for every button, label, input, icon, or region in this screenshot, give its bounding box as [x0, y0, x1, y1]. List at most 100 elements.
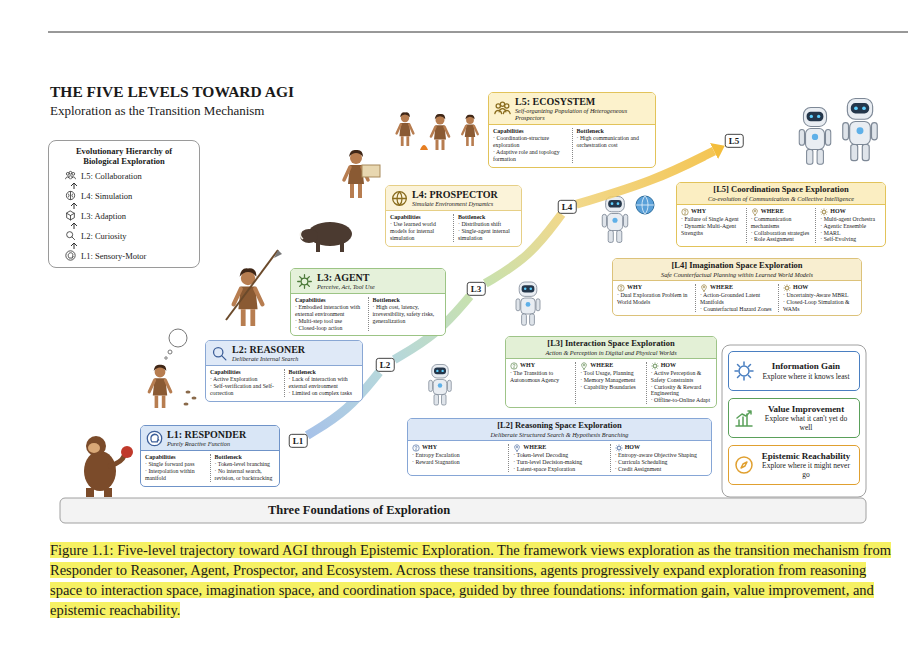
column-heading: HOW	[661, 362, 676, 369]
search-icon	[211, 345, 228, 362]
bullet-item: · Reward Stagnation	[412, 459, 504, 466]
cube-icon	[65, 210, 76, 221]
foundation-box: Information GainExplore where it knows l…	[728, 351, 860, 391]
why-icon-part	[513, 364, 515, 367]
figure-subtitle: Exploration as the Transition Mechanism	[50, 103, 264, 119]
sparkle-icon	[734, 361, 754, 381]
level-card: L1: RESPONDERPurely Reactive FunctionCap…	[140, 425, 280, 487]
bullet-item: · Turn-level Decision-making	[513, 459, 605, 466]
why-icon-part	[684, 213, 685, 214]
bullet-item: · Multi-agent Orchestra	[820, 216, 881, 223]
bullet-item: · Adaptive role and topology formation	[493, 149, 568, 163]
column-heading: Capabilities	[295, 297, 364, 304]
level-subtitle: Perceive, Act, Tool Use	[317, 283, 375, 290]
caption-block: Figure 1.1: Five-level trajectory toward…	[50, 540, 902, 620]
head-icon-part	[151, 434, 159, 442]
column-header: WHERE	[751, 208, 812, 216]
hierarchy-level: L4: Simulation	[81, 191, 132, 201]
panel-subtitle: Safe Counterfactual Planning within Lear…	[617, 271, 857, 278]
card-column: Capabilities· Active Exploration· Self-v…	[210, 369, 280, 397]
curious-caveman-part	[168, 350, 172, 354]
curious-caveman-part	[192, 397, 197, 400]
head-icon	[146, 430, 163, 447]
hierarchy-row: L5: Collaboration	[57, 170, 191, 181]
caveman-group-part	[397, 112, 414, 146]
card-header-texts: L5: ECOSYSTEMSelf-organizing Population …	[515, 96, 650, 121]
monkey-figure-part	[110, 456, 124, 466]
panel-title: [L4] Imagination Space Exploration	[617, 261, 857, 271]
up-arrow	[69, 242, 79, 249]
compass-icon-part	[736, 457, 752, 473]
column-header: WHERE	[580, 362, 641, 370]
pin-icon	[700, 284, 708, 292]
card-column: Capabilities· Single forward pass· Inter…	[145, 454, 206, 482]
card-header: L2: REASONERDeliberate Internal Search	[206, 341, 362, 366]
caveman-group-part	[431, 114, 449, 150]
level-card: L4: PROSPECTORSimulate Environment Dynam…	[385, 185, 522, 247]
monkey-figure-part	[104, 488, 112, 497]
bullet-item: · Failure of Single Agent	[681, 216, 742, 223]
chart-icon-part	[737, 411, 751, 418]
pin-icon-part	[703, 286, 705, 288]
panel-column: HOW· Multi-agent Orchestra· Agentic Ense…	[815, 208, 881, 243]
card-column: Capabilities· Use learned world models f…	[390, 214, 449, 242]
column-heading: Capabilities	[145, 454, 206, 461]
sparkle-icon-part	[739, 366, 749, 376]
column-heading: Capabilities	[210, 369, 280, 376]
why-icon-part	[684, 210, 686, 213]
monkey-figure	[84, 436, 133, 497]
reasoner-robot	[429, 365, 452, 406]
caveman-group-part	[462, 115, 478, 146]
card-column: Capabilities· Coordination-structure exp…	[493, 128, 568, 162]
boar-figure-part	[316, 242, 320, 252]
bullet-item: · Single-agent internal simulation	[458, 228, 517, 242]
level-marker: L5	[729, 136, 740, 146]
bullet-item: · Agentic Ensemble	[820, 223, 881, 230]
boar-figure-part	[300, 229, 318, 243]
brain-icon	[65, 190, 76, 201]
bullet-item: · Entropy-aware Objective Shaping	[615, 452, 707, 459]
pin-icon-part	[702, 285, 707, 291]
boar-figure	[300, 222, 352, 252]
level-card: L2: REASONERDeliberate Internal SearchCa…	[205, 340, 363, 402]
panel-title: [L3] Interaction Space Exploration	[510, 339, 712, 349]
bullet-item: · Self-Evolving	[820, 236, 881, 243]
column-header: HOW	[783, 284, 857, 292]
prospector-robot	[602, 196, 654, 242]
hierarchy-row: L1: Sensory-Motor	[57, 250, 191, 261]
why-icon-part	[513, 367, 514, 368]
search-icon	[65, 230, 76, 241]
bullet-item: · Token-level Decoding	[513, 452, 605, 459]
bullet-item: · Coordination-structure exploration	[493, 135, 568, 149]
bullet-item: · Communication mechanisms	[751, 216, 812, 230]
panel-body: WHY· Entropy Escalation· Reward Stagnati…	[408, 441, 711, 475]
monkey-figure-part	[121, 446, 133, 458]
foundation-box: Value ImprovementExplore what it can't y…	[728, 398, 860, 438]
bullet-item: · Entropy Escalation	[412, 452, 504, 459]
section-title: Three Foundations of Exploration	[268, 503, 450, 518]
column-header: WHY	[510, 362, 571, 370]
bullet-item: · Action-Grounded Latent Manifolds	[700, 292, 774, 306]
monkey-figure-part	[86, 488, 94, 497]
prospector-caveman-part	[362, 165, 380, 177]
foundation-heading: Information Gain	[758, 361, 854, 371]
prospector-robot-part	[602, 197, 628, 243]
panel-column: WHERE· Action-Grounded Latent Manifolds·…	[695, 284, 774, 312]
column-heading: Bottleneck	[458, 214, 517, 221]
up-arrow-line	[71, 243, 77, 249]
column-header: HOW	[651, 362, 712, 370]
foundations-panel	[722, 345, 866, 497]
panel-column: WHY· The Transition to Autonomous Agency	[510, 362, 571, 404]
bullet-item: · Credit Assignment	[615, 466, 707, 473]
gear-icon	[651, 362, 659, 370]
box-heading: Evolutionary Hierarchy of Biological Exp…	[57, 146, 191, 166]
level-marker-box: L4	[558, 200, 577, 214]
gear-icon	[820, 208, 828, 216]
foundation-description: Explore what it can't yet do well	[758, 414, 854, 432]
panel-column: HOW· Uncertainty-Aware MBRL· Closed-Loop…	[778, 284, 857, 312]
bullet-item: · Embodied interaction with external env…	[295, 304, 364, 318]
column-heading: HOW	[830, 208, 845, 215]
column-heading: WHY	[422, 444, 437, 451]
bullet-item: · Memory Management	[580, 377, 641, 384]
agent-robot	[516, 282, 540, 325]
